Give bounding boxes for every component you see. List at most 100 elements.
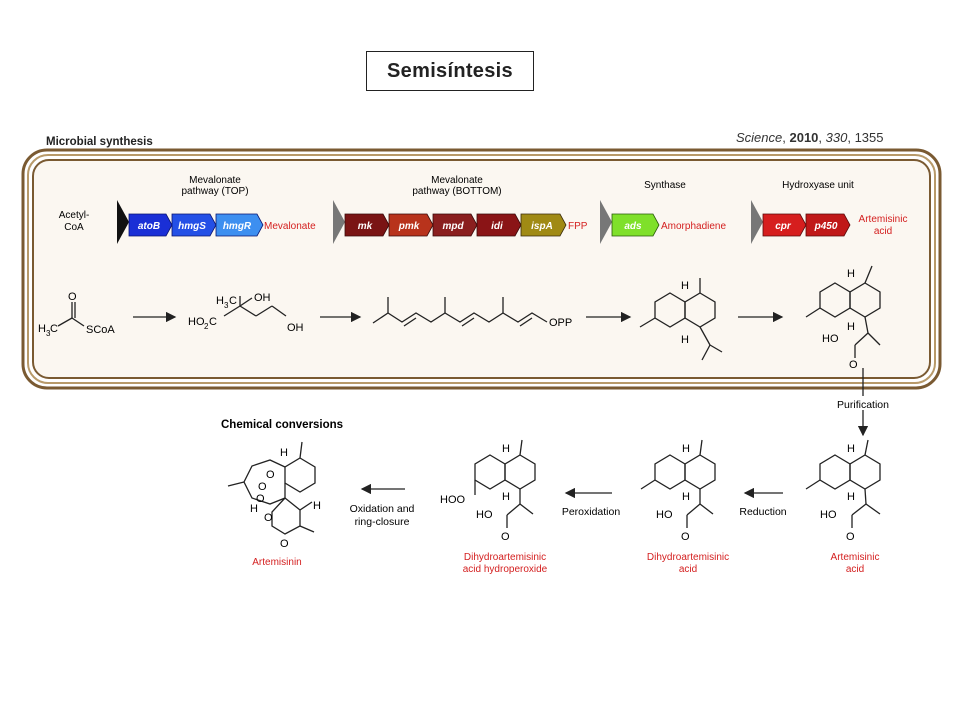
art-top-o: O [849, 359, 858, 371]
promoter-icon [117, 200, 129, 244]
purification-label: Purification [837, 399, 889, 411]
gene-ads-label: ads [624, 221, 642, 232]
art-h1: H [847, 443, 855, 455]
oxidation-label-2: ring-closure [355, 516, 410, 528]
module-top-label-2: pathway (TOP) [181, 186, 248, 197]
gene-p450-label: p450 [814, 221, 838, 232]
dha-o: O [681, 531, 690, 543]
gene-pmk [388, 213, 434, 237]
structure-artemisinic-acid-top [805, 265, 881, 358]
amorph-h2: H [681, 334, 689, 346]
oxidation-label-1: Oxidation and [350, 503, 415, 515]
gene-cpr [762, 213, 807, 237]
hp-o: O [501, 531, 510, 543]
promoter-icon [600, 200, 612, 244]
module-synthase-label: Synthase [644, 180, 686, 191]
art-name-1: Artemisinic [831, 552, 880, 563]
artemisinin-o5: O [280, 538, 289, 550]
acetyl-coa-label-2: CoA [64, 222, 84, 233]
art-name-2: acid [846, 564, 864, 575]
cell-frame-middle [27, 154, 936, 384]
mev-2: 2 [204, 322, 209, 331]
dha-name-2: acid [679, 564, 697, 575]
dha-h1: H [682, 443, 690, 455]
dha-ho: HO [656, 509, 673, 521]
product-fpp: FPP [568, 221, 588, 232]
gene-hmgS-label: hmgS [178, 221, 206, 232]
module-top-label-1: Mevalonate [189, 175, 241, 186]
gene-hmgR-label: hmgR [223, 221, 252, 232]
gene-hmgR [215, 213, 264, 237]
product-artemisinic-2: acid [874, 226, 892, 237]
mev-ho: HO [188, 316, 205, 328]
hp-name-1: Dihydroartemisinic [464, 552, 546, 563]
promoter-icon [751, 200, 763, 244]
microbial-heading: Microbial synthesis [46, 136, 153, 148]
artemisinin-h1: H [280, 447, 288, 459]
promoter-icon [333, 200, 345, 244]
gene-mpd-label: mpd [442, 221, 464, 232]
mev-3: 3 [224, 301, 229, 310]
gene-p450 [805, 213, 851, 237]
gene-mk [344, 213, 390, 237]
gene-mpd [432, 213, 478, 237]
art-top-h2: H [847, 321, 855, 333]
mev-h: H [216, 295, 224, 307]
structure-dha-hydroperoxide [474, 439, 536, 528]
structure-dihydroartemisinic-acid [640, 439, 716, 528]
citation-page: 1355 [854, 130, 884, 145]
hp-h1: H [502, 443, 510, 455]
gene-pmk-label: pmk [398, 221, 420, 232]
citation-volume: 330 [825, 130, 848, 145]
hp-name-2: acid hydroperoxide [463, 564, 548, 575]
module-hydroxyase-label: Hydroxyase unit [782, 180, 854, 191]
module-bottom-label-1: Mevalonate [431, 175, 483, 186]
hp-hoo: HOO [440, 494, 466, 506]
artemisinin-name: Artemisinin [252, 557, 301, 568]
gene-atoB-label: atoB [138, 221, 160, 232]
reduction-label: Reduction [739, 506, 786, 518]
acetyl-scoa: SCoA [86, 324, 115, 336]
structure-artemisinic-acid [805, 439, 881, 528]
peroxidation-label: Peroxidation [562, 506, 621, 518]
page-title: Semisíntesis [366, 51, 534, 91]
gene-atoB [128, 213, 173, 237]
citation-journal: Science [736, 130, 783, 145]
hp-h2: H [502, 491, 510, 503]
gene-idi-label: idi [491, 221, 503, 232]
structure-mevalonate [223, 296, 287, 317]
gene-hmgS [171, 213, 217, 237]
artemisinin-h2: H [250, 503, 258, 515]
fpp-opp: OPP [549, 317, 572, 329]
mev-c2: C [209, 316, 217, 328]
cell-frame-outer [21, 148, 942, 390]
art-o: O [846, 531, 855, 543]
gene-ispA-label: ispA [531, 221, 553, 232]
dha-name-1: Dihydroartemisinic [647, 552, 729, 563]
artemisinin-o3: O [256, 493, 265, 505]
citation: Science, 2010, 330, 1355 [736, 130, 884, 145]
module-bottom-label-2: pathway (BOTTOM) [412, 186, 501, 197]
art-h2: H [847, 491, 855, 503]
artemisinin-o4: O [264, 512, 273, 524]
fpp-branches [387, 297, 533, 327]
gene-mk-label: mk [358, 221, 373, 232]
gene-idi [476, 213, 522, 237]
acetyl-3: 3 [46, 329, 51, 338]
product-amorphadiene: Amorphadiene [661, 221, 726, 232]
structure-acetyl-coa [57, 302, 85, 327]
product-mevalonate: Mevalonate [264, 221, 316, 232]
acetyl-coa-label-1: Acetyl- [59, 210, 90, 221]
gene-cpr-label: cpr [775, 221, 792, 232]
dha-h2: H [682, 491, 690, 503]
art-top-ho: HO [822, 333, 839, 345]
mev-oh2: OH [287, 322, 304, 334]
artemisinin-h3: H [313, 500, 321, 512]
chemical-heading: Chemical conversions [221, 419, 343, 431]
purification-label-bg [826, 396, 900, 410]
acetyl-h: H [38, 323, 46, 335]
mev-c: C [229, 295, 237, 307]
structure-artemisinin [227, 441, 316, 535]
product-artemisinic-1: Artemisinic [859, 214, 908, 225]
